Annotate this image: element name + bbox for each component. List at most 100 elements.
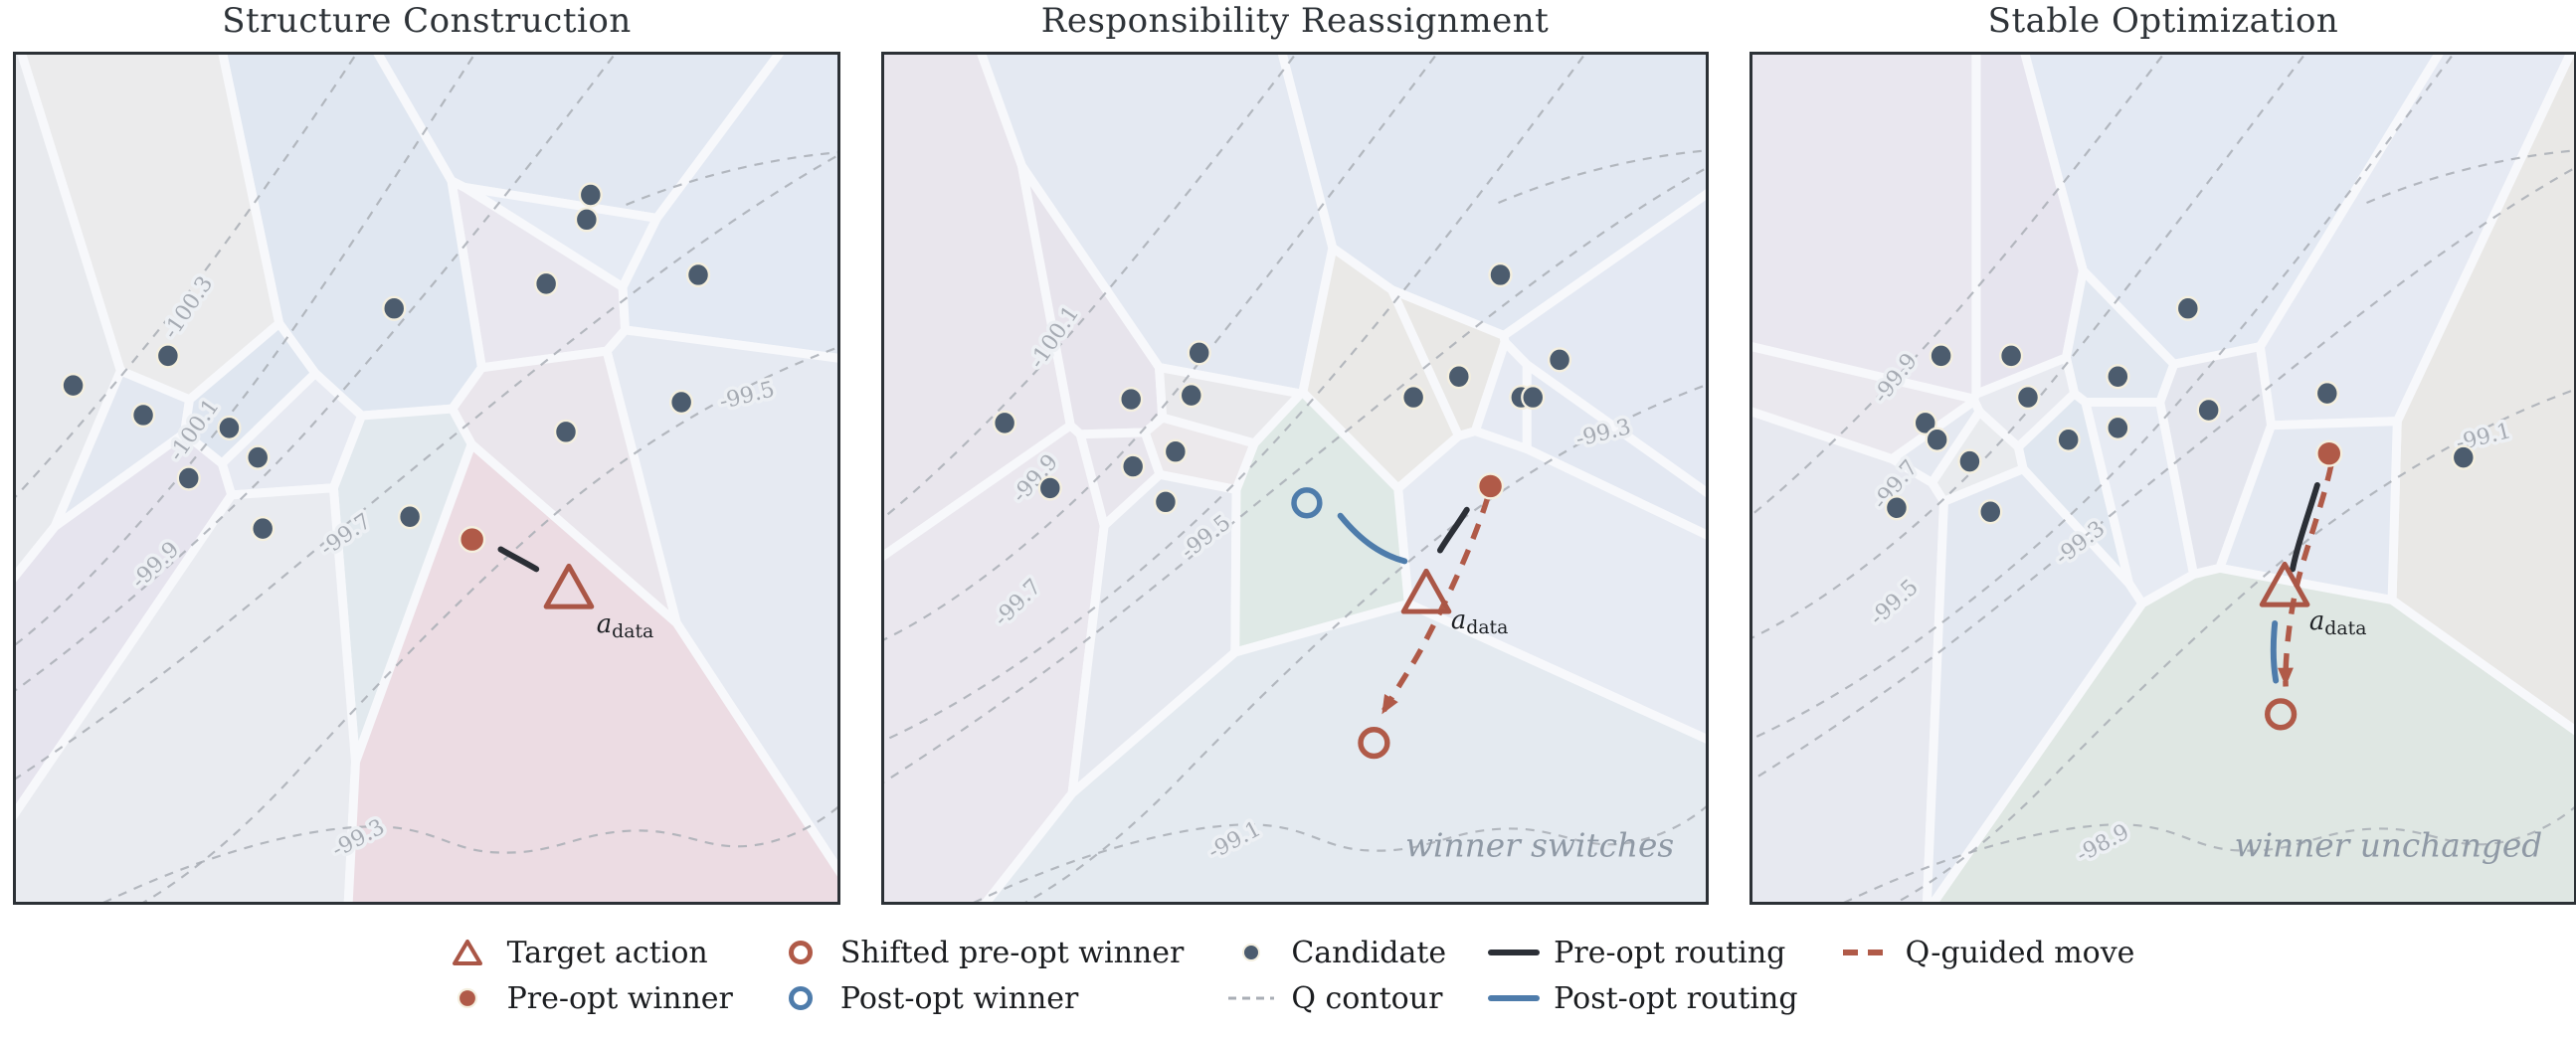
- pre-opt-winner-dot: [1476, 472, 1505, 500]
- q-contour-line: [102, 805, 837, 902]
- q-contour-line: [1498, 149, 1706, 204]
- q-contour-line: [1752, 55, 2306, 639]
- candidate-dot: [1153, 489, 1179, 515]
- panel-structure-construction: Structure Construction -100.3-100.1-99.9…: [13, 1, 840, 905]
- q-contour-line: [973, 805, 1706, 902]
- legend-label-shifted-pre-opt-winner: Shifted pre-opt winner: [839, 935, 1185, 970]
- legend-item-pre-opt-winner: Pre-opt winner: [442, 981, 733, 1016]
- post-opt-routing-line: [1337, 512, 1408, 565]
- target-action-triangle: [1400, 568, 1452, 614]
- pre-opt-routing-line: [497, 546, 540, 573]
- q-contour-line: [884, 55, 1297, 519]
- annotation-label: winner switches: [1405, 826, 1674, 864]
- circle-blue-open-icon: [788, 986, 813, 1010]
- candidate-dot: [1521, 384, 1546, 411]
- candidate-dot: [1446, 364, 1471, 390]
- post-opt-winner-circle: [1291, 487, 1323, 519]
- candidate-dot: [2106, 415, 2130, 440]
- candidate-dot: [2196, 397, 2221, 424]
- shifted-pre-opt-winner-circle: [1358, 726, 1390, 760]
- candidate-dot: [1401, 384, 1426, 411]
- pre-opt-winner-dot: [2315, 439, 2343, 467]
- candidate-dot: [578, 182, 603, 208]
- candidate-dot: [1957, 448, 1982, 474]
- candidate-dot: [2175, 295, 2200, 321]
- candidate-dot: [1179, 382, 1203, 409]
- legend-label-target-action: Target action: [506, 935, 708, 970]
- legend-item-q-contour: Q contour: [1225, 981, 1446, 1016]
- q-contour-line: [142, 346, 837, 902]
- candidate-dot: [1488, 261, 1513, 288]
- candidate-dot: [398, 504, 423, 530]
- candidate-dot: [251, 516, 276, 542]
- q-contour-line: [884, 167, 1706, 783]
- move-arrowhead-icon: [1381, 694, 1398, 715]
- candidate-dot: [2451, 444, 2476, 470]
- legend-label-q-contour: Q contour: [1291, 980, 1443, 1016]
- candidate-dot: [1998, 343, 2024, 369]
- dot-red-icon: [457, 987, 477, 1009]
- q-contour-line: [884, 55, 1438, 641]
- q-contour-line: [1752, 167, 2574, 781]
- candidate-dot: [1163, 438, 1188, 464]
- dash-gray-icon: [1228, 996, 1275, 1000]
- candidates: [1884, 295, 2476, 525]
- legend-item-empty: [1840, 983, 2135, 1013]
- legend-label-post-opt-winner: Post-opt winner: [839, 980, 1079, 1016]
- candidate-dot: [246, 444, 271, 470]
- candidate-dot: [382, 295, 407, 321]
- legend-label-pre-opt-routing: Pre-opt routing: [1554, 935, 1786, 970]
- voronoi-cells: [16, 55, 837, 902]
- triangle-open-icon: [452, 940, 482, 965]
- candidate-dot: [1547, 347, 1572, 373]
- legend-item-shifted-pre-opt-winner: Shifted pre-opt winner: [775, 936, 1184, 970]
- voronoi-cell: [343, 439, 837, 902]
- target-action-triangle: [2259, 561, 2310, 607]
- candidates: [993, 261, 1572, 515]
- candidate-dot: [61, 373, 86, 399]
- q-contour-line: [16, 154, 837, 780]
- voronoi-cells: [884, 55, 1706, 902]
- move-arrowhead-icon: [2278, 667, 2294, 687]
- q-contour-line: [16, 55, 617, 692]
- panel-title: Stable Optimization: [1987, 1, 2339, 41]
- dot-gray-icon: [1242, 944, 1261, 961]
- voronoi-plot: -100.1-99.9-99.7-99.5-99.3-99.1adatawinn…: [884, 55, 1706, 902]
- q-contour-line: [1843, 806, 2574, 902]
- q-contour-line: [1024, 384, 1706, 902]
- circle-red-open-icon: [788, 941, 813, 964]
- legend-spacer: [1840, 983, 1892, 1013]
- line-blue-icon: [1488, 995, 1541, 1001]
- legend-item-pre-opt-routing: Pre-opt routing: [1488, 936, 1797, 970]
- q-contour-line: [16, 55, 476, 646]
- q-contour-line: [884, 55, 1586, 742]
- candidates: [61, 182, 711, 542]
- candidate-dot: [553, 419, 579, 444]
- legend-label-candidate: Candidate: [1291, 935, 1447, 970]
- legend-label-pre-opt-winner: Pre-opt winner: [506, 980, 733, 1016]
- candidate-dot: [534, 270, 559, 296]
- panel-title: Responsibility Reassignment: [1040, 1, 1550, 41]
- legend-item-q-guided-move: Q-guided move: [1840, 936, 2134, 970]
- adata-label: adata: [597, 609, 654, 642]
- legend-item-post-opt-winner: Post-opt winner: [775, 981, 1184, 1016]
- candidate-dot: [993, 410, 1017, 436]
- q-contour-line: [626, 151, 837, 206]
- pre-opt-winner-dot: [459, 525, 486, 554]
- pre-opt-routing-line: [2290, 481, 2320, 573]
- candidate-dot: [669, 389, 694, 416]
- candidate-dot: [2106, 364, 2130, 390]
- candidate-dot: [1119, 386, 1144, 413]
- q-guided-move-line: [2283, 464, 2334, 687]
- voronoi-plot: -99.9-99.7-99.5-99.3-99.1-98.9adatawinne…: [1752, 55, 2574, 902]
- voronoi-cell: [1929, 563, 2574, 902]
- candidate-dot: [1187, 340, 1211, 366]
- legend-item-candidate: Candidate: [1225, 936, 1446, 970]
- candidate-dot: [2314, 380, 2339, 407]
- candidate-dot: [1978, 499, 2003, 525]
- pre-opt-routing-line: [1436, 506, 1470, 554]
- target-action-triangle: [543, 563, 595, 609]
- line-black-icon: [1488, 950, 1541, 955]
